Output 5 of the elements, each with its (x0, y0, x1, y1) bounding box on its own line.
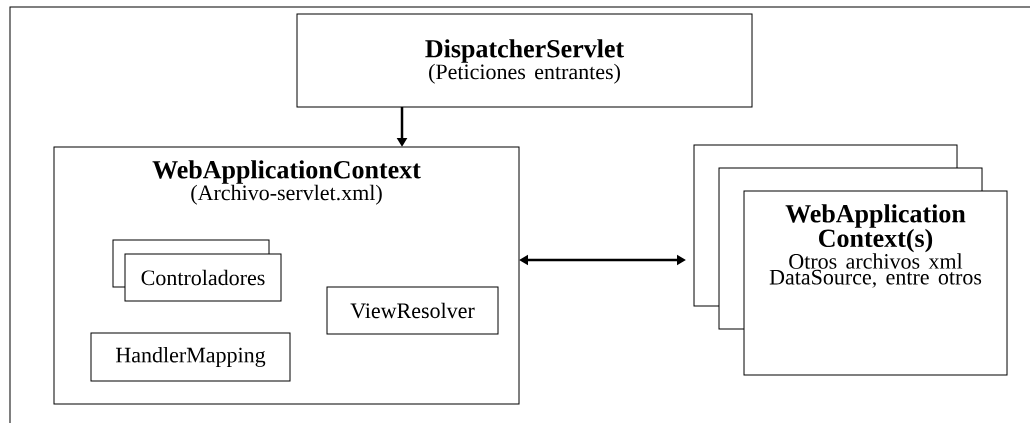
resolver-box: ViewResolver (326, 286, 499, 335)
context-stack: WebApplication Context(s) Otros archivos xml DataSource, entre otros (693, 144, 1008, 376)
mapping-box: HandlerMapping (90, 332, 291, 382)
controller-stack: Controladores (112, 239, 282, 302)
servlet-box: DispatcherServlet (Peticiones entrantes) (296, 13, 753, 108)
